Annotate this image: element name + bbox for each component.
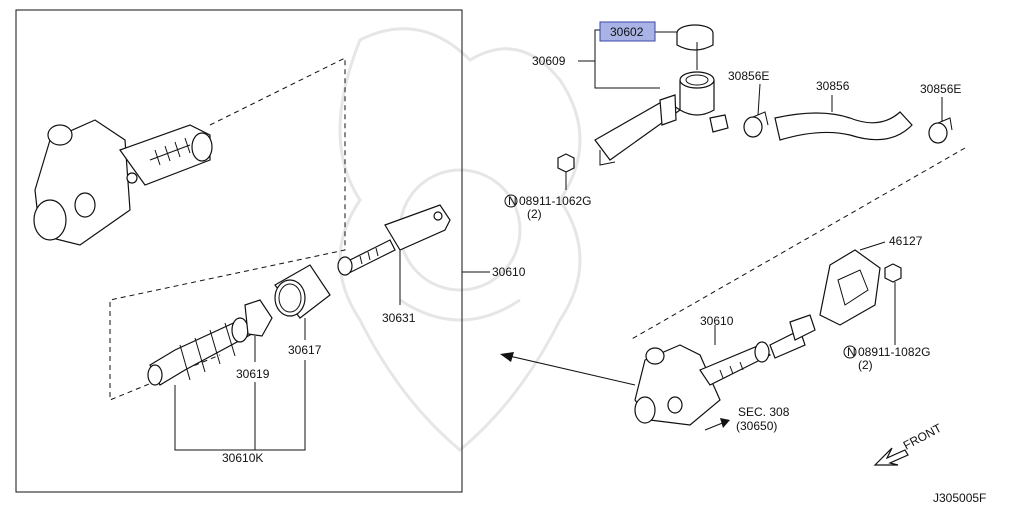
leaders-upper: [565, 29, 966, 341]
snap-ring-30619: [244, 299, 273, 337]
reservoir-assembly: [594, 24, 729, 166]
label-30856e-left[interactable]: 30856E: [728, 69, 769, 83]
label-30610-box[interactable]: 30610: [492, 265, 526, 279]
label-30856e-right[interactable]: 30856E: [920, 82, 961, 96]
watermark: [338, 27, 582, 452]
label-30610k[interactable]: 30610K: [222, 451, 263, 465]
label-30617[interactable]: 30617: [288, 343, 322, 357]
label-sec-ref-sub: (30650): [736, 419, 777, 433]
label-30631[interactable]: 30631: [382, 311, 416, 325]
detail-box: [15, 9, 463, 493]
label-bolt-upper[interactable]: 08911-1062G: [519, 194, 592, 208]
label-front: FRONT: [901, 421, 945, 453]
label-30609[interactable]: 30609: [532, 54, 566, 68]
hose-clamp-right: [928, 117, 953, 144]
label-bolt-upper-qty: (2): [527, 207, 542, 221]
label-30602[interactable]: 30602: [610, 25, 644, 39]
clutch-master-cylinder-large: [33, 119, 213, 246]
direction-arrows: [500, 352, 730, 431]
label-46127[interactable]: 46127: [889, 234, 923, 248]
label-bolt-lower[interactable]: 08911-1082G: [858, 345, 931, 359]
hose-clamp-left: [743, 111, 769, 138]
nut-lower: [884, 263, 902, 283]
n-mark-lower-text: N: [847, 345, 856, 359]
explode-dashed-line: [109, 57, 346, 401]
push-rod-30631: [337, 204, 451, 276]
label-30610-right[interactable]: 30610: [700, 314, 734, 328]
nut-upper: [557, 153, 575, 173]
diagram-id: J305005F: [933, 491, 986, 505]
hose-30856: [774, 111, 913, 141]
n-mark-upper-text: N: [508, 194, 517, 208]
label-30856[interactable]: 30856: [816, 79, 850, 93]
highlighted-part-box: [599, 21, 656, 42]
clutch-master-cylinder-small: [634, 314, 816, 426]
seal-kit-30610k: [147, 317, 251, 386]
leaders-left: [174, 250, 490, 451]
label-sec-ref[interactable]: SEC. 308: [738, 405, 790, 419]
n-mark-upper: [504, 194, 518, 208]
front-arrow-icon: [873, 447, 909, 466]
label-30619[interactable]: 30619: [236, 367, 270, 381]
piston-cup-30617: [274, 264, 331, 319]
gasket-46127: [819, 249, 881, 326]
label-bolt-lower-qty: (2): [858, 358, 873, 372]
n-mark-lower: [843, 345, 857, 359]
